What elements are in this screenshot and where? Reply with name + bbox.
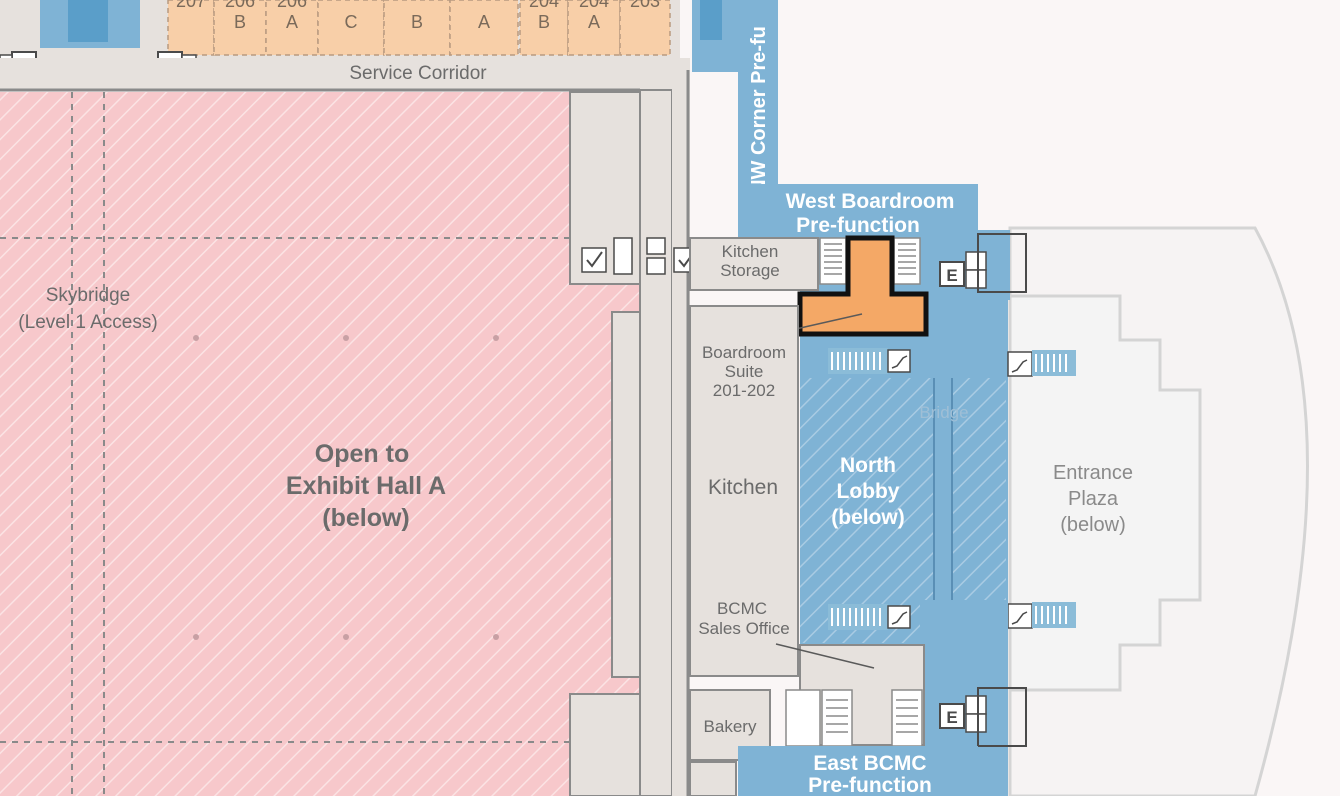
boardroom-suite-kitchen[interactable] xyxy=(689,305,799,677)
svg-text:E: E xyxy=(946,708,957,727)
room-letter: A xyxy=(478,12,490,32)
leader-line xyxy=(775,643,875,669)
stairs-icon xyxy=(700,0,722,40)
elevator-shaft xyxy=(977,687,1027,747)
bcmc-label-2: Sales Office xyxy=(698,619,789,638)
bcmc-label-1: BCMC xyxy=(717,599,767,618)
kitchen-storage-label-1: Kitchen xyxy=(722,242,779,261)
kitchen-storage[interactable] xyxy=(689,237,819,291)
escalator-icon[interactable] xyxy=(828,348,911,374)
bridge-label: Bridge xyxy=(919,403,968,422)
entrance-plaza-label-3: (below) xyxy=(1060,514,1126,536)
check-icon xyxy=(586,251,603,268)
service-strip xyxy=(611,311,641,678)
nw-corner-label: NW Corner Pre-fu xyxy=(748,26,770,194)
entrance-plaza-label-2: Plaza xyxy=(1068,488,1119,510)
restroom-icon[interactable] xyxy=(581,247,607,273)
exhibit-hall-label-3: (below) xyxy=(322,504,410,532)
room-number: 206 xyxy=(277,0,307,11)
top-left-stairs xyxy=(68,0,108,42)
corridor-edge xyxy=(672,58,690,796)
boardroom-label-2: Suite xyxy=(725,362,764,381)
elevator-icon xyxy=(965,695,987,715)
elevator-icon[interactable]: E xyxy=(939,261,965,287)
stairs-icon xyxy=(891,689,923,747)
elevator-icon xyxy=(646,257,666,275)
meeting-room[interactable] xyxy=(213,0,267,56)
room-number: 207 xyxy=(176,0,206,11)
bakery-label: Bakery xyxy=(704,717,757,736)
bridge-open[interactable] xyxy=(952,378,1006,601)
room-letter: B xyxy=(538,12,550,32)
skybridge-label-sub: (Level 1 Access) xyxy=(18,312,157,333)
boardroom-label-1: Boardroom xyxy=(702,343,786,362)
meeting-room[interactable] xyxy=(265,0,319,56)
stairs-icon xyxy=(819,237,847,285)
meeting-room[interactable] xyxy=(449,0,519,56)
escalator-icon[interactable] xyxy=(828,604,911,630)
room-letter: A xyxy=(588,12,600,32)
east-bcmc-prefunction[interactable] xyxy=(738,746,978,796)
elevator-shaft xyxy=(977,233,1027,293)
north-lobby-label-2: Lobby xyxy=(837,480,900,503)
elevator-icon xyxy=(646,237,666,255)
kitchen-label: Kitchen xyxy=(708,476,778,499)
stairs-icon xyxy=(893,237,921,285)
exhibit-hall-label-2: Exhibit Hall A xyxy=(286,472,446,500)
room-number: 203 xyxy=(630,0,660,11)
service-corridor-label: Service Corridor xyxy=(349,63,487,84)
elevator-icon xyxy=(965,251,987,271)
boardroom-label-3: 201-202 xyxy=(713,381,775,400)
meeting-room[interactable] xyxy=(619,0,671,56)
hall-column-dots xyxy=(193,335,499,640)
hall-grid xyxy=(0,92,570,796)
room-letter: A xyxy=(286,12,298,32)
service-room xyxy=(569,693,641,796)
exhibit-hall-a-open[interactable] xyxy=(0,92,640,796)
room-number: 204 xyxy=(529,0,559,11)
meeting-room[interactable] xyxy=(317,0,385,56)
highlighted-boardroom[interactable] xyxy=(797,235,929,337)
skybridge-label: Skybridge xyxy=(46,285,131,306)
east-bcmc-label-2: Pre-function xyxy=(808,774,932,796)
room-letter: C xyxy=(345,12,358,32)
meeting-room[interactable] xyxy=(567,0,621,56)
room-number: 204 xyxy=(579,0,609,11)
elevator-icon[interactable]: E xyxy=(939,703,965,729)
elevator-icon xyxy=(965,713,987,733)
north-lobby[interactable] xyxy=(800,378,934,643)
service-room xyxy=(689,761,737,796)
north-lobby-label-1: North xyxy=(840,454,896,477)
meeting-room[interactable] xyxy=(383,0,451,56)
room-number: 206 xyxy=(225,0,255,11)
escalator-icon[interactable] xyxy=(1007,602,1076,629)
room-letter: B xyxy=(234,12,246,32)
door-icon xyxy=(613,237,633,275)
north-lobby-label-3: (below) xyxy=(831,506,905,529)
west-boardroom-label-1: West Boardroom xyxy=(786,190,955,213)
east-bcmc-label-1: East BCMC xyxy=(813,752,926,775)
exhibit-hall-label-1: Open to xyxy=(315,440,409,468)
entrance-plaza[interactable] xyxy=(1008,226,1309,796)
elevator-icon xyxy=(965,269,987,289)
meeting-room[interactable] xyxy=(167,0,215,56)
stairs-icon xyxy=(785,689,853,747)
service-corridor[interactable] xyxy=(0,58,690,90)
west-boardroom-label-2: Pre-function xyxy=(796,214,920,237)
svg-text:E: E xyxy=(946,266,957,285)
kitchen-storage-label-2: Storage xyxy=(720,261,780,280)
entrance-plaza-label-1: Entrance xyxy=(1053,462,1133,484)
room-letter: B xyxy=(411,12,423,32)
escalator-icon[interactable] xyxy=(1007,350,1076,377)
service-corridor-vertical xyxy=(639,89,673,796)
meeting-room[interactable] xyxy=(519,0,569,56)
